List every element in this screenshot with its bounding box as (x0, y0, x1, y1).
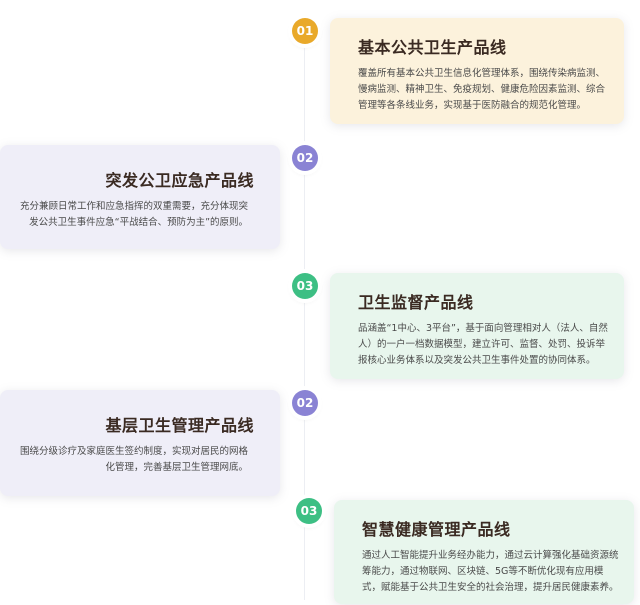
card-description: 品涵盖“1中心、3平台”，基于面向管理相对人（法人、自然人）的一户一档数据模型，… (358, 323, 608, 366)
product-card-supervision: 卫生监督产品线 品涵盖“1中心、3平台”，基于面向管理相对人（法人、自然人）的一… (330, 273, 624, 379)
step-badge-2: 02 (292, 145, 318, 171)
card-title: 突发公卫应急产品线 (105, 171, 254, 190)
product-card-public-health: 基本公共卫生产品线 覆盖所有基本公共卫生信息化管理体系，围绕传染病监测、慢病监测… (330, 18, 624, 124)
product-card-smart-health: 智慧健康管理产品线 通过人工智能提升业务经办能力，通过云计算强化基础资源统筹能力… (334, 500, 634, 604)
card-description: 覆盖所有基本公共卫生信息化管理体系，围绕传染病监测、慢病监测、精神卫生、免疫规划… (358, 68, 606, 111)
card-title: 卫生监督产品线 (358, 293, 474, 312)
card-description: 围绕分级诊疗及家庭医生签约制度，实现对居民的网格化管理，完善基层卫生管理网底。 (19, 446, 248, 473)
product-card-primary-care: 基层卫生管理产品线 围绕分级诊疗及家庭医生签约制度，实现对居民的网格化管理，完善… (0, 390, 280, 496)
timeline-axis (304, 20, 305, 600)
card-title: 智慧健康管理产品线 (362, 520, 511, 539)
step-badge-4: 02 (292, 390, 318, 416)
step-badge-3: 03 (292, 273, 318, 299)
card-description: 通过人工智能提升业务经办能力，通过云计算强化基础资源统筹能力，通过物联网、区块链… (362, 550, 619, 593)
card-title: 基层卫生管理产品线 (105, 416, 254, 435)
step-badge-5: 03 (296, 498, 322, 524)
card-description: 充分兼顾日常工作和应急指挥的双重需要，充分体现突发公共卫生事件应急“平战结合、预… (19, 201, 248, 228)
step-badge-1: 01 (292, 18, 318, 44)
card-title: 基本公共卫生产品线 (358, 38, 507, 57)
product-card-emergency: 突发公卫应急产品线 充分兼顾日常工作和应急指挥的双重需要，充分体现突发公共卫生事… (0, 145, 280, 249)
